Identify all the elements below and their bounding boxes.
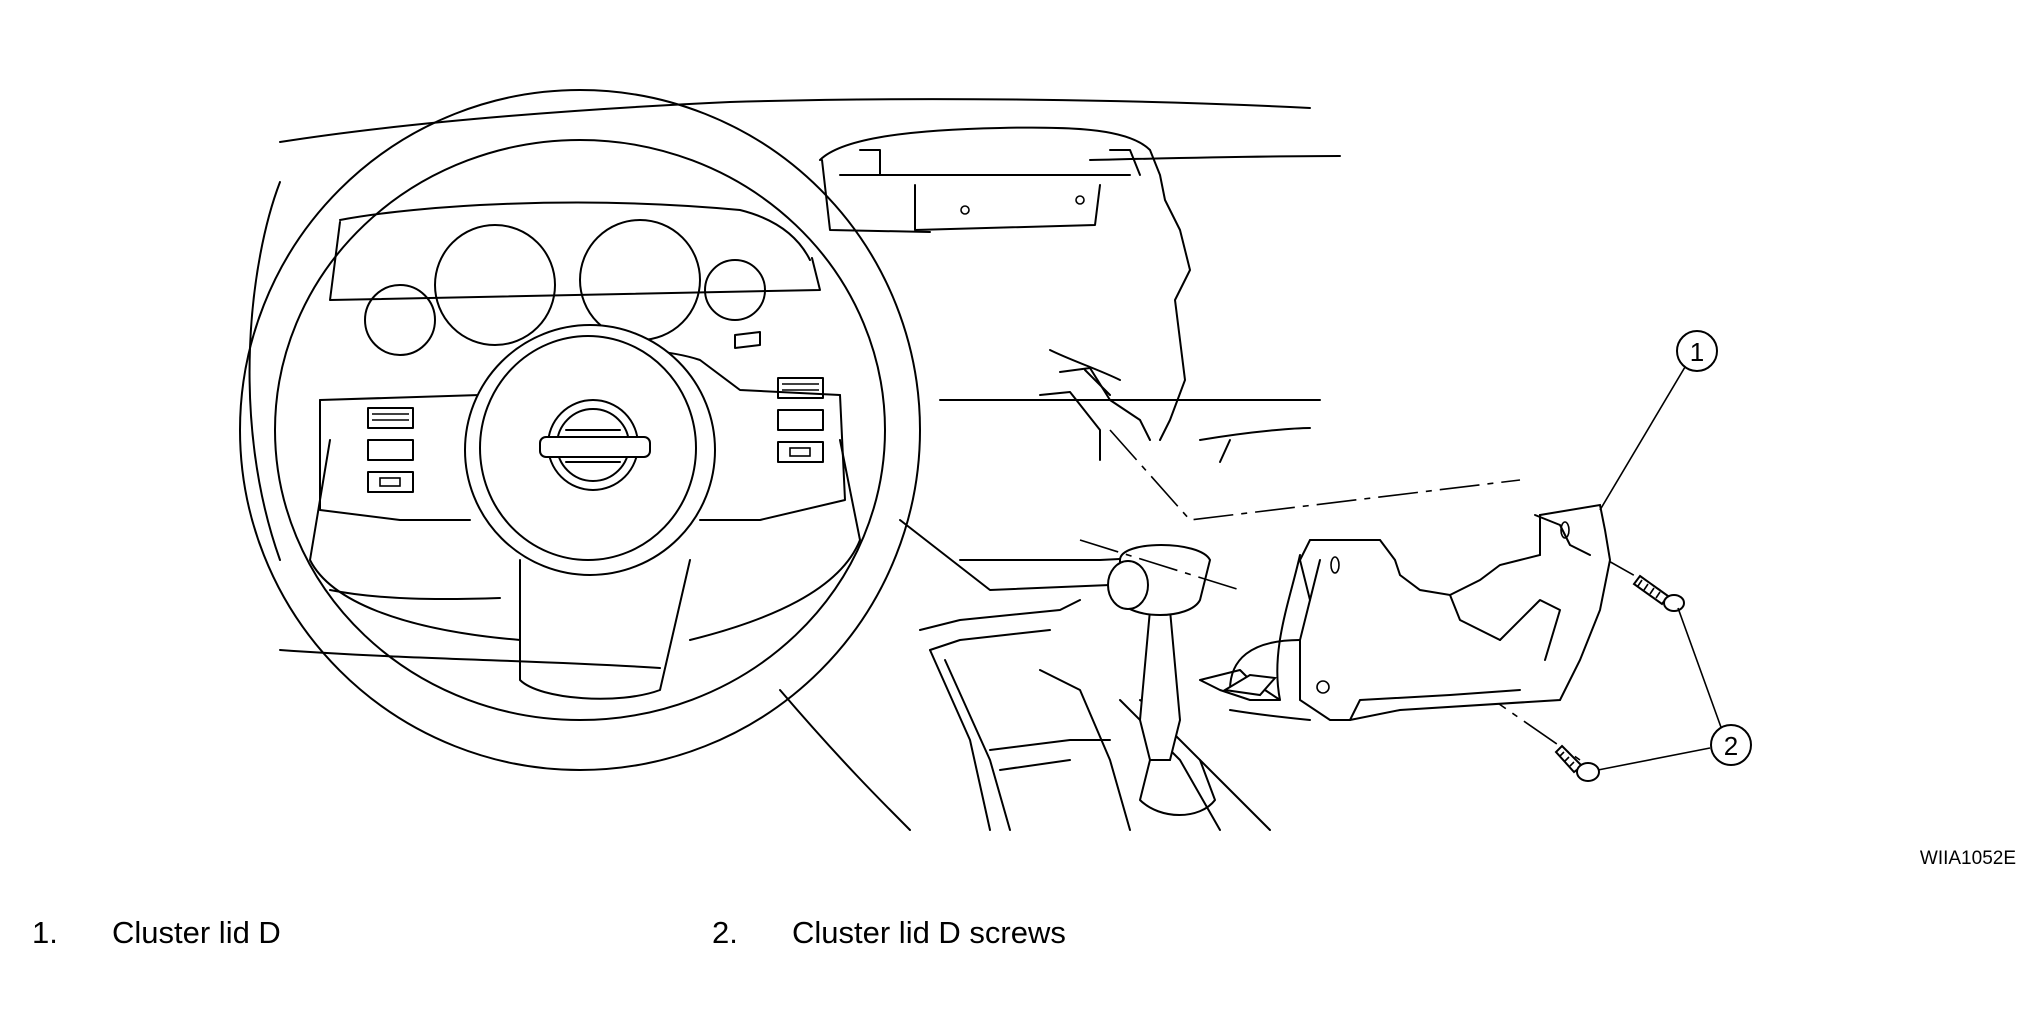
dashboard-illustration: 1 2 [239, 89, 1752, 831]
dashboard-outline [248, 98, 1341, 831]
legend-text: Cluster lid D screws [792, 915, 1066, 950]
callout-2: 2 [1710, 724, 1752, 766]
center-console [899, 519, 1271, 831]
cluster-lid-d [1199, 503, 1612, 721]
screw-upper [1632, 574, 1685, 612]
callout-1: 1 [1676, 330, 1718, 372]
gauge-cluster [329, 201, 821, 356]
dashboard-diagram: 1 2 [239, 89, 1752, 831]
legend-item-screws: 2. Cluster lid D screws [712, 915, 1066, 951]
cluster-opening [819, 126, 1191, 461]
callout-2-label: 2 [1724, 731, 1738, 761]
callout-1-label: 1 [1690, 337, 1704, 367]
steering-wheel [239, 89, 921, 771]
figure-id-label: WIIA1052E [1919, 848, 2016, 869]
legend-item-cluster-lid: 1. Cluster lid D [32, 915, 281, 951]
legend-number: 1. [32, 915, 58, 950]
screw-lower [1554, 744, 1600, 782]
callout-leaders [1597, 366, 1723, 771]
legend-number: 2. [712, 915, 738, 950]
legend-text: Cluster lid D [112, 915, 281, 950]
